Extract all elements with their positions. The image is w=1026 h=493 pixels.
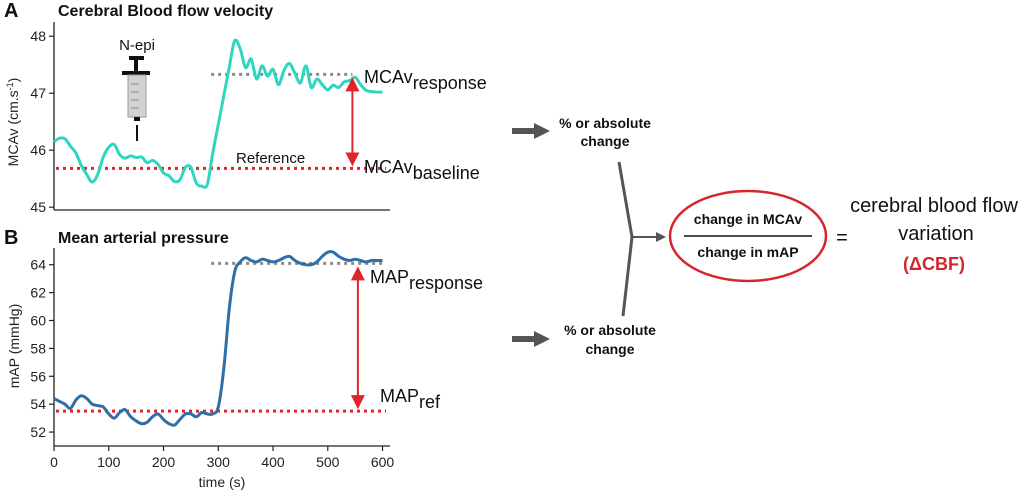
bottom-change-line2: change [585,341,634,357]
x-tick-label: 300 [207,454,231,470]
panel-b-x-ticks: 0 100 200 300 400 500 600 [50,446,394,470]
y-tick-label: 54 [30,396,46,412]
panel-a-title: Cerebral Blood flow velocity [58,3,273,20]
panel-a-y-ticks: 45 46 47 48 [30,28,54,215]
y-tick-label: 48 [30,28,46,44]
mcav-baseline-label: MCAvbaseline [364,157,480,183]
map-series-line [53,250,383,427]
mcav-response-label: MCAvresponse [364,67,487,93]
panel-a: A Cerebral Blood flow velocity MCAv (cm.… [4,0,487,215]
y-tick-label: 58 [30,340,46,356]
result-symbol: (ΔCBF) [903,254,965,274]
panel-b-y-ticks: 52 54 56 58 60 62 64 [30,257,54,440]
x-tick-label: 600 [371,454,395,470]
panel-b-title: Mean arterial pressure [58,230,229,247]
panel-a-letter: A [4,0,18,22]
panel-b-letter: B [4,227,18,249]
x-tick-label: 200 [152,454,176,470]
y-tick-label: 46 [30,142,46,158]
top-change-line2: change [580,133,629,149]
result-line1: cerebral blood flow [850,195,1018,217]
syringe-label: N-epi [119,37,155,54]
y-tick-label: 47 [30,85,46,101]
syringe-icon [122,56,150,141]
merge-connector [617,161,666,317]
y-tick-label: 56 [30,368,46,384]
ratio-ellipse [668,189,828,283]
mcav-series-line [53,38,383,189]
ratio-denominator: change in mAP [697,244,798,260]
x-tick-label: 0 [50,454,58,470]
panel-b-ylabel: mAP (mmHg) [6,304,22,389]
y-tick-label: 52 [30,424,46,440]
result-line2: variation [898,223,974,245]
flow-diagram: % or absolute change % or absolute chang… [512,115,1018,357]
y-tick-label: 64 [30,257,46,273]
equals-sign: = [836,227,848,249]
map-response-label: MAPresponse [370,267,483,293]
ratio-numerator: change in MCAv [694,211,803,227]
map-ref-label: MAPref [380,386,441,412]
bottom-change-line1: % or absolute [564,322,656,338]
bottom-flow-arrow [512,331,550,347]
x-tick-label: 100 [97,454,121,470]
y-tick-label: 45 [30,199,46,215]
panel-b-xlabel: time (s) [199,474,246,490]
top-change-line1: % or absolute [559,115,651,131]
reference-label: Reference [236,150,305,167]
x-tick-label: 500 [316,454,340,470]
panel-a-ylabel: MCAv (cm.s-1) [5,78,21,167]
y-tick-label: 62 [30,285,46,301]
panel-b: B Mean arterial pressure mAP (mmHg) 52 54… [4,227,483,490]
x-tick-label: 400 [261,454,285,470]
top-flow-arrow [512,123,550,139]
y-tick-label: 60 [30,313,46,329]
